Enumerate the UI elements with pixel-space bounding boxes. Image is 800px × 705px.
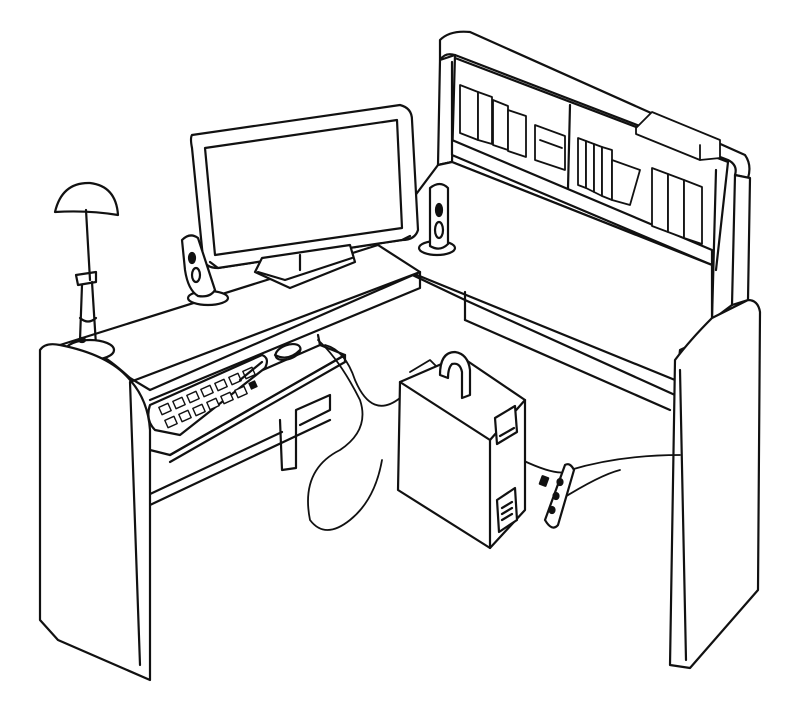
power-strip-icon [538, 463, 576, 529]
left-speaker-icon [180, 234, 230, 307]
keyboard-icon [147, 353, 269, 437]
book-icon [459, 84, 721, 245]
desk-lamp-icon [53, 181, 120, 362]
right-speaker-icon [417, 182, 457, 257]
right-desk-panel [668, 298, 762, 670]
monitor-icon [189, 103, 420, 290]
computer-tower-icon [396, 350, 527, 550]
mouse-icon [273, 342, 302, 362]
left-desk-panel [38, 343, 152, 682]
